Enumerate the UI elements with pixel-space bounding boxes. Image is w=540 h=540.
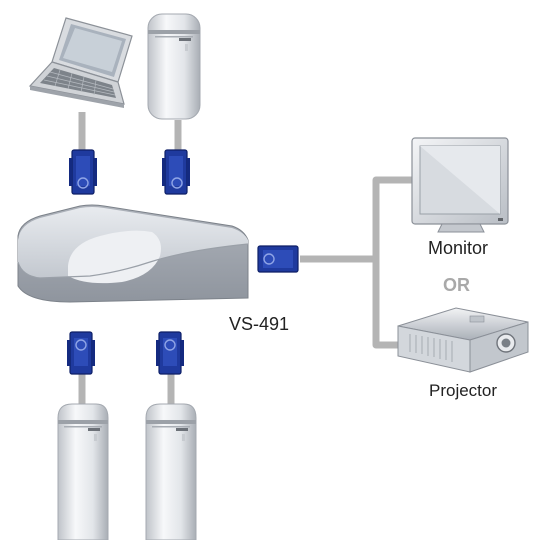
- vga-connector-icon: [67, 331, 95, 375]
- monitor-icon: [411, 137, 509, 233]
- monitor-label: Monitor: [428, 238, 489, 258]
- cable-projector: [372, 259, 400, 349]
- or-label: OR: [443, 275, 470, 295]
- vga-connector-icon: [156, 331, 184, 375]
- vga-connector-icon: [69, 149, 97, 195]
- laptop-icon: [28, 17, 133, 108]
- tower-pc-icon: [147, 13, 201, 120]
- projector-icon: [397, 307, 529, 373]
- tower-pc-icon: [145, 403, 197, 540]
- vga-connector-icon: [257, 245, 299, 273]
- cables: [78, 112, 415, 405]
- cable-monitor: [372, 176, 415, 259]
- vga-switch-icon: [17, 204, 249, 303]
- switch-model-label: VS-491: [229, 314, 290, 334]
- vga-connector-icon: [162, 149, 190, 195]
- projector-label: Projector: [429, 381, 498, 400]
- tower-pc-icon: [57, 403, 109, 540]
